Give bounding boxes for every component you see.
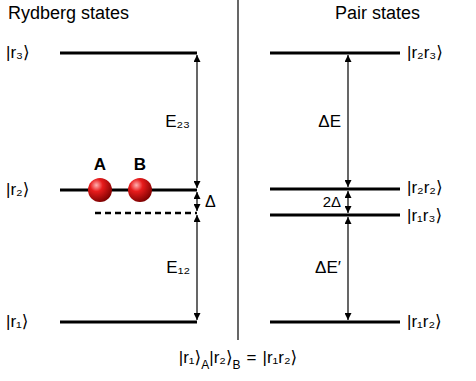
energy-label: ΔE′ — [315, 259, 341, 278]
energy-label: ΔE — [318, 113, 341, 132]
level-line — [270, 321, 400, 324]
level-line — [270, 52, 400, 55]
equation-term: |r₁⟩ — [179, 348, 201, 368]
energy-label: E₁₂ — [166, 259, 190, 278]
pair-state-label: |r₁r₃⟩ — [407, 207, 442, 226]
equation-row: |r₁⟩A|r₂⟩B=|r₁r₂⟩ — [179, 348, 297, 368]
pair-state-label: |r₂r₃⟩ — [407, 44, 443, 63]
energy-arrow — [347, 55, 348, 187]
level-label: |r₂⟩ — [6, 181, 29, 200]
level-line — [60, 321, 197, 324]
energy-label: E₂₃ — [165, 113, 190, 132]
level-line — [270, 188, 400, 191]
equation-term: |r₁r₂⟩ — [263, 348, 298, 368]
equation-sign: = — [247, 348, 257, 368]
equation-subscript: A — [201, 358, 209, 372]
panel-title: Rydberg states — [8, 4, 129, 24]
energy-arrow — [196, 55, 197, 188]
level-line — [270, 214, 400, 217]
divider-line — [237, 0, 238, 340]
equation-subscript: B — [233, 358, 241, 372]
detuning-arrow — [196, 192, 197, 211]
level-label: |r₁⟩ — [6, 313, 28, 332]
detuned-level-line — [95, 212, 197, 215]
energy-arrow — [196, 215, 197, 320]
level-label: |r₃⟩ — [6, 44, 30, 63]
energy-arrow — [347, 217, 348, 320]
detuning-arrow — [347, 191, 348, 213]
atom-label: A — [94, 156, 106, 175]
detuning-label: 2Δ — [323, 194, 341, 211]
panel-title: Pair states — [335, 4, 420, 24]
detuning-label: Δ — [205, 193, 216, 211]
atom-sphere — [128, 178, 152, 202]
equation-term: |r₂⟩ — [209, 348, 232, 368]
pair-state-label: |r₁r₂⟩ — [407, 313, 442, 332]
atom-sphere — [88, 178, 112, 202]
level-line — [60, 52, 197, 55]
atom-label: B — [134, 156, 146, 175]
pair-state-label: |r₂r₂⟩ — [407, 179, 443, 198]
